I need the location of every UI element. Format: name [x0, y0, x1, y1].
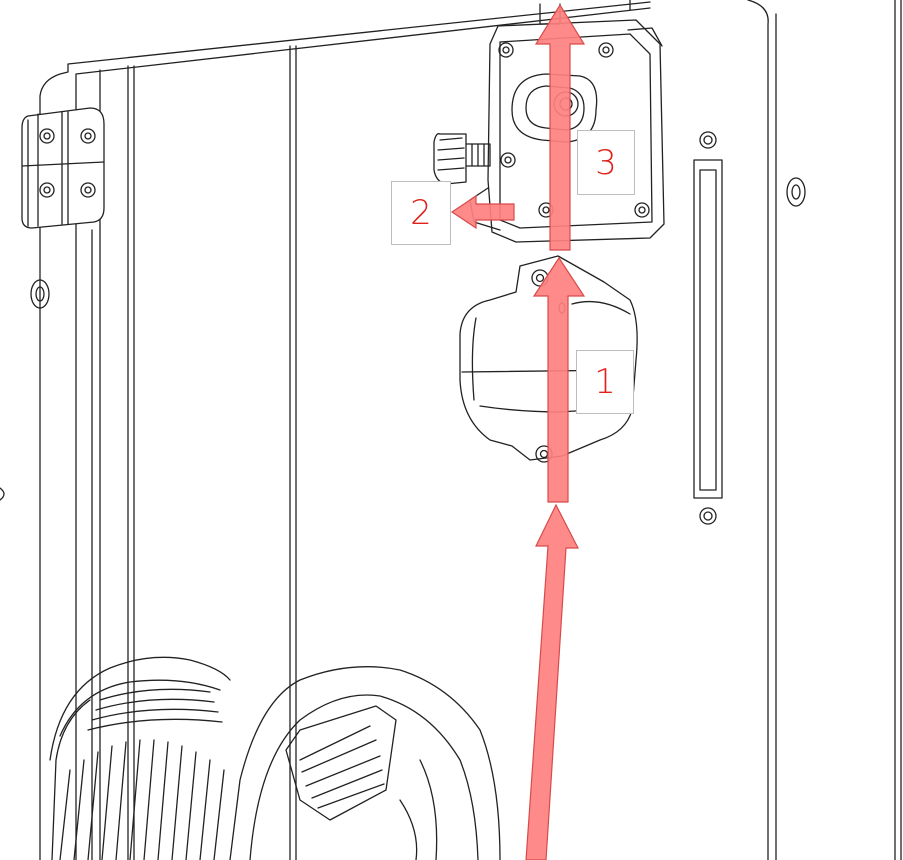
- door-hinge: [22, 108, 104, 228]
- arrow-up-step-1: [534, 258, 584, 502]
- arrow-up-step-3: [536, 5, 584, 250]
- panel-screws: [31, 178, 805, 308]
- arrow-left-step-2: [452, 196, 514, 228]
- tension-knob: [434, 134, 490, 184]
- side-slot: [694, 132, 722, 524]
- step-2-label: 2: [391, 181, 451, 245]
- step-3-label: 3: [577, 130, 635, 195]
- direction-arrows: [452, 5, 584, 860]
- filament-spool: [50, 657, 500, 860]
- arrow-up-lower: [526, 505, 578, 860]
- step-1-label: 1: [576, 350, 634, 414]
